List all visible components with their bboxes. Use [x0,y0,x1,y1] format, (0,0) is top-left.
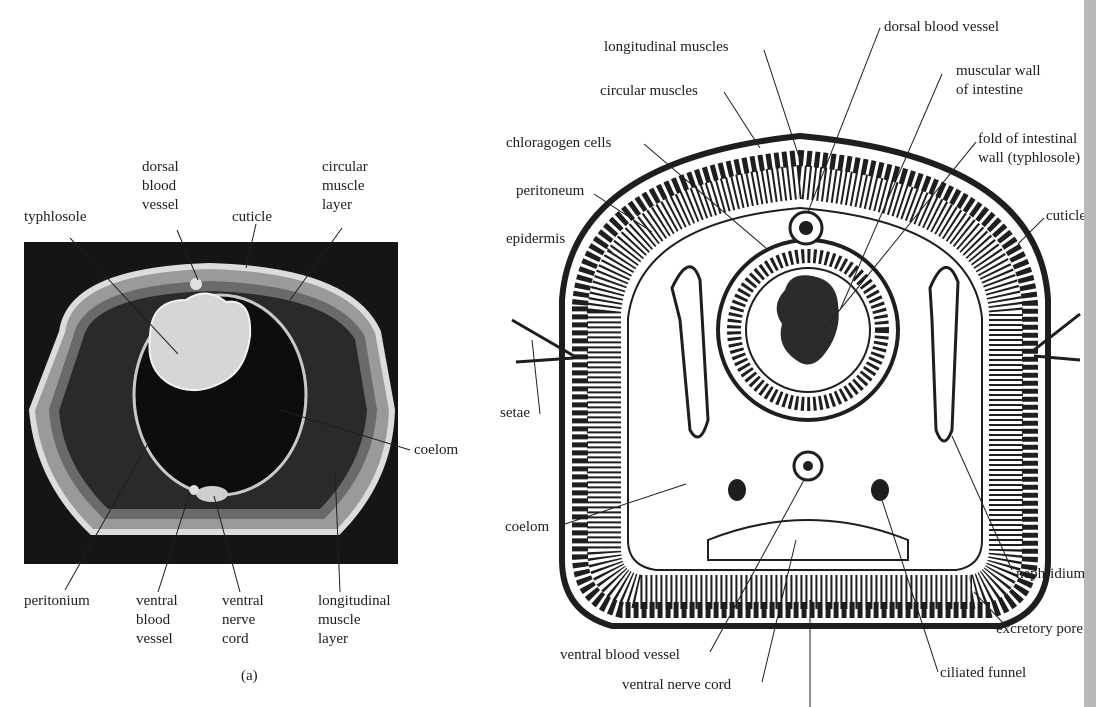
label-line: muscle [322,177,368,196]
label-line: layer [318,630,391,649]
label-line: cord [222,630,264,649]
label-line: vessel [142,196,179,215]
label-muscular-wall-of-intestine: muscular wall of intestine [956,62,1041,100]
ciliated-funnel-left [728,479,746,501]
label-ciliated-funnel: ciliated funnel [940,664,1026,683]
drawing-section [512,136,1080,626]
label-line: of intestine [956,81,1041,100]
label-ventral-blood-vessel-a: ventral blood vessel [136,592,178,649]
label-fold-of-intestinal-wall: fold of intestinal wall (typhlosole) [978,130,1080,168]
label-ventral-nerve-cord-b: ventral nerve cord [622,676,731,695]
label-line: muscular wall [956,62,1041,81]
label-epidermis: epidermis [506,230,565,249]
label-circular-muscles: circular muscles [600,82,698,101]
nephridium-right [930,267,958,441]
leader-circular-muscles [724,92,760,148]
label-chloragogen-cells: chloragogen cells [506,134,611,153]
label-ventral-blood-vessel-b: ventral blood vessel [560,646,680,665]
label-line: wall (typhlosole) [978,149,1080,168]
nerve-cord-mark [196,486,228,502]
label-peritoneum: peritoneum [516,182,584,201]
dorsal-blood-vessel-core [799,221,813,235]
label-typhlosole: typhlosole [24,208,87,227]
label-line: muscle [318,611,391,630]
label-line: layer [322,196,368,215]
label-peritonium: peritonium [24,592,90,611]
label-longitudinal-muscles: longitudinal muscles [604,38,729,57]
label-cuticle-b: cuticle [1046,207,1086,226]
label-line: longitudinal [318,592,391,611]
ventral-vessel-mark [189,485,199,495]
label-setae: setae [500,404,530,423]
label-excretory-pore: excretory pore [996,620,1083,639]
micrograph-section [24,242,398,564]
label-cuticle-a: cuticle [232,208,272,227]
label-nephridium: nephridium [1016,565,1085,584]
label-line: vessel [136,630,178,649]
label-line: circular [322,158,368,177]
label-line: dorsal [142,158,179,177]
ventral-blood-vessel-core [803,461,813,471]
label-coelom-b: coelom [505,518,549,537]
label-line: nerve [222,611,264,630]
label-line: blood [136,611,178,630]
dorsal-vessel-mark [190,278,202,290]
label-line: ventral [136,592,178,611]
label-line: ventral [222,592,264,611]
label-longitudinal-muscle-layer: longitudinal muscle layer [318,592,391,649]
label-coelom-a: coelom [414,441,458,460]
page-edge-shadow [1084,0,1096,707]
label-line: blood [142,177,179,196]
label-dorsal-blood-vessel-a: dorsal blood vessel [142,158,179,215]
leader-setae [532,340,540,414]
label-ventral-nerve-cord-a: ventral nerve cord [222,592,264,649]
label-line: fold of intestinal [978,130,1080,149]
label-dorsal-blood-vessel-b: dorsal blood vessel [884,18,999,37]
figure-caption-a: (a) [241,667,258,686]
ciliated-funnel-right [871,479,889,501]
label-circular-muscle-layer: circular muscle layer [322,158,368,215]
